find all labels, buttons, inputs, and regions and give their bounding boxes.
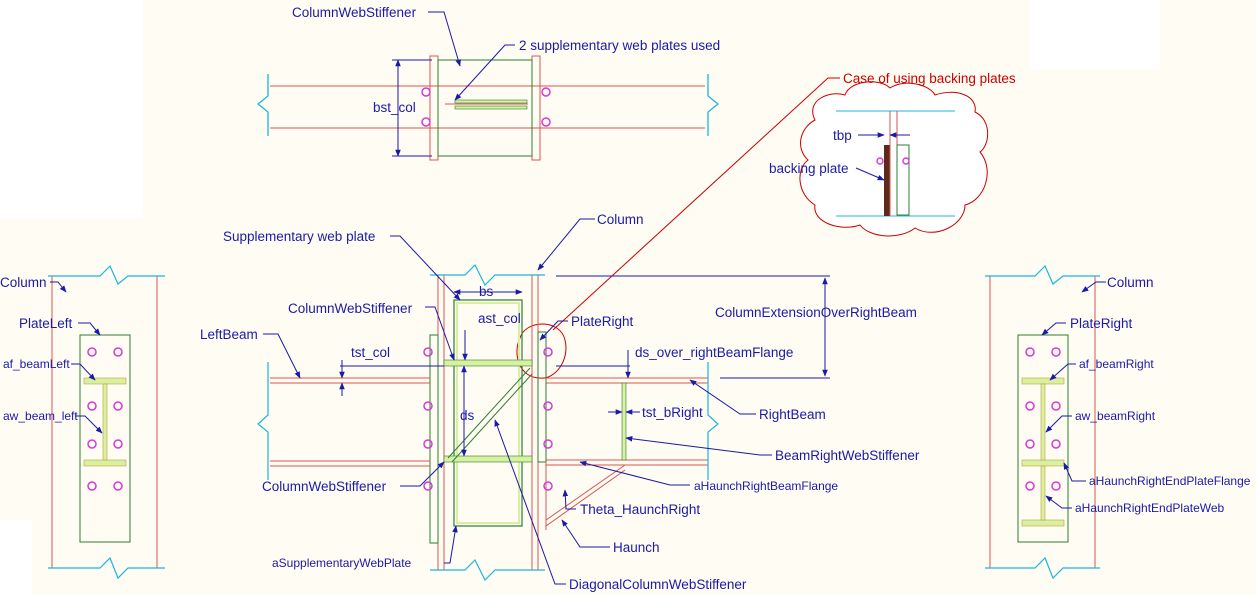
bst-col-label: bst_col [373, 100, 416, 115]
backing-plate-label: backing plate [769, 161, 849, 176]
right-plate-right-label: PlateRight [1070, 316, 1133, 331]
af-beam-right-label: af_beamRight [1079, 357, 1154, 371]
tst-col-label: tst_col [351, 345, 390, 360]
right-endplate-bolts [1025, 347, 1061, 491]
left-endplate-view [48, 264, 165, 580]
right-column-label: Column [1107, 275, 1154, 290]
tbp-label: tbp [833, 128, 852, 143]
right-endplate-view [985, 264, 1106, 580]
main-column-web-stiffener-bottom-label: ColumnWebStiffener [262, 479, 387, 494]
right-beam-label: RightBeam [759, 407, 826, 422]
tst-bright-label: tst_bRight [642, 405, 703, 420]
a-supplementary-web-plate-label: aSupplementaryWebPlate [272, 556, 412, 570]
ast-col-label: ast_col [478, 311, 521, 326]
top-detail-bolts [421, 87, 551, 127]
main-column-label: Column [597, 212, 644, 227]
beam-right-web-stiffener-label: BeamRightWebStiffener [775, 448, 920, 463]
top-plan-detail [256, 11, 720, 161]
diagonal-column-web-stiffener-label: DiagonalColumnWebStiffener [569, 577, 747, 592]
haunch-right-beam-flange-label: aHaunchRightBeamFlange [694, 479, 838, 493]
supplementary-plates-note: 2 supplementary web plates used [519, 38, 720, 53]
plate-left-label: PlateLeft [19, 316, 73, 331]
column-extension-label: ColumnExtensionOverRightBeam [715, 305, 917, 320]
haunch-label: Haunch [613, 540, 660, 555]
main-elevation-bolts [423, 347, 553, 491]
left-endplate-bolts [87, 347, 123, 491]
ds-label: ds [460, 408, 475, 423]
left-column-label: Column [0, 275, 47, 290]
left-beam-label: LeftBeam [200, 327, 258, 342]
bs-label: bs [479, 284, 494, 299]
ds-over-right-beam-flange-label: ds_over_rightBeamFlange [635, 345, 793, 360]
aw-beam-right-label: aw_beamRight [1075, 409, 1156, 423]
top-column-web-stiffener-label: ColumnWebStiffener [292, 5, 417, 20]
haunch-end-plate-flange-label: aHaunchRightEndPlateFlange [1089, 474, 1251, 488]
theta-haunch-right-label: Theta_HaunchRight [580, 502, 700, 517]
main-column-web-stiffener-top-label: ColumnWebStiffener [288, 301, 413, 316]
af-beam-left-label: af_beamLeft [3, 357, 70, 371]
backing-callout-title: Case of using backing plates [843, 71, 1016, 86]
main-elevation [257, 218, 830, 585]
main-plate-right-label: PlateRight [571, 314, 634, 329]
backing-plate-callout [516, 77, 989, 379]
aw-beam-left-label: aw_beam_left [3, 409, 78, 423]
supplementary-web-plate-label: Supplementary web plate [223, 229, 375, 244]
haunch-end-plate-web-label: aHaunchRightEndPlateWeb [1075, 501, 1225, 515]
